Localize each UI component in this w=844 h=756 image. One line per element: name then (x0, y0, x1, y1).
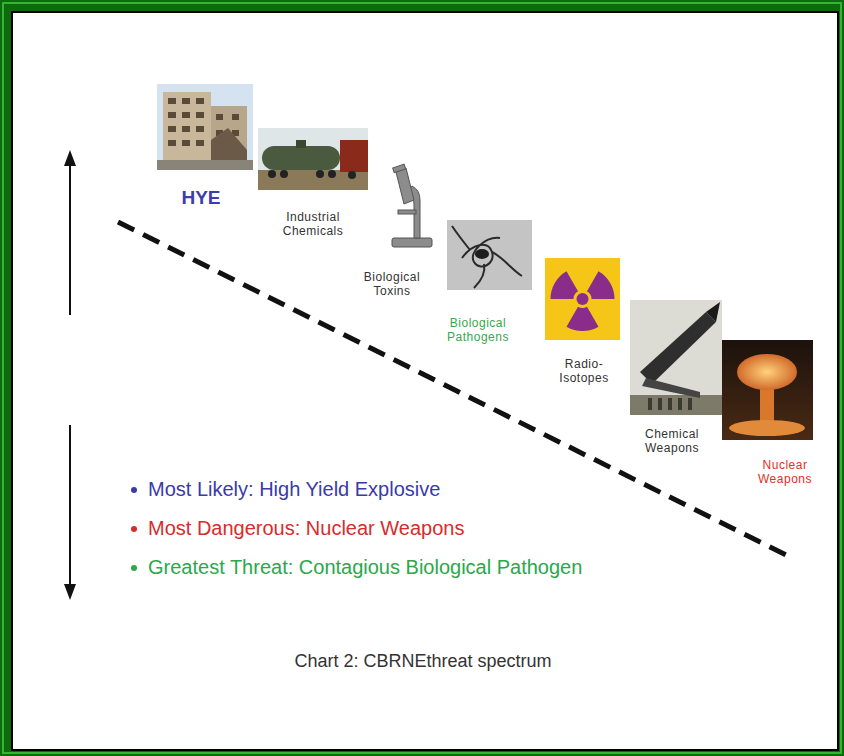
microscope-stage (398, 210, 416, 214)
pathogen-photo (447, 220, 532, 290)
caption: Chart 2: CBRNEthreat spectrum (73, 650, 773, 673)
microscope-tube (396, 168, 414, 204)
tank-dome (296, 140, 306, 148)
filaments (452, 226, 522, 288)
cloud-base (729, 420, 805, 436)
micrograph-ground (447, 220, 532, 290)
missile-body (640, 312, 716, 384)
down-arrow-head (64, 584, 76, 600)
building-photo (157, 84, 253, 170)
trefoil-blade (587, 271, 615, 299)
tank-car-photo (258, 128, 368, 190)
trefoil (551, 271, 615, 331)
wheels (268, 170, 356, 179)
photo-ground (157, 160, 253, 170)
pathogen-body (475, 249, 489, 259)
threat-label: Radio- Isotopes (554, 357, 614, 386)
radiation-symbol (545, 258, 620, 340)
missile-nose (706, 302, 720, 322)
bullet-text: Greatest Threat: Contagious Biological P… (148, 555, 582, 580)
cloud-cap (737, 354, 797, 390)
threat-label: Industrial Chemicals (273, 210, 353, 239)
photo-ground (722, 340, 813, 440)
bullet-dot (131, 487, 137, 493)
trefoil-blade (567, 307, 599, 331)
trefoil-blade (551, 271, 579, 299)
bullet-text: Most Dangerous: Nuclear Weapons (148, 516, 464, 541)
threat-label: Biological Toxins (356, 270, 428, 299)
microscope-base (392, 238, 432, 247)
missile-photo (630, 300, 722, 415)
bullet-text: Most Likely: High Yield Explosive (148, 477, 440, 502)
threat-label: Nuclear Weapons (750, 458, 820, 487)
down-arrow-shaft (69, 425, 71, 588)
up-arrow-shaft (69, 162, 71, 315)
launcher (642, 378, 700, 398)
building-facade (163, 92, 211, 170)
threat-label: HYE (161, 186, 241, 210)
photo-ground (630, 395, 722, 415)
photo-sky (258, 128, 368, 190)
bullet-dot (131, 526, 137, 532)
threat-label: Biological Pathogens (440, 316, 516, 345)
soldiers (648, 398, 692, 410)
box-car (340, 140, 368, 172)
bullet-dot (131, 565, 137, 571)
trefoil-center (577, 293, 589, 305)
radiation-square (545, 258, 620, 340)
microscope-eyepiece (393, 164, 406, 172)
microscope-icon (392, 164, 432, 247)
up-arrow-head (64, 150, 76, 166)
photo-ground (258, 170, 368, 190)
photo-sky (157, 84, 253, 170)
photo-sky (630, 300, 722, 415)
mushroom-cloud-photo (722, 340, 813, 440)
frame-edge (3, 3, 841, 753)
threat-label: Chemical Weapons (636, 427, 708, 456)
tank-cylinder (262, 146, 340, 170)
white-panel (12, 12, 838, 750)
